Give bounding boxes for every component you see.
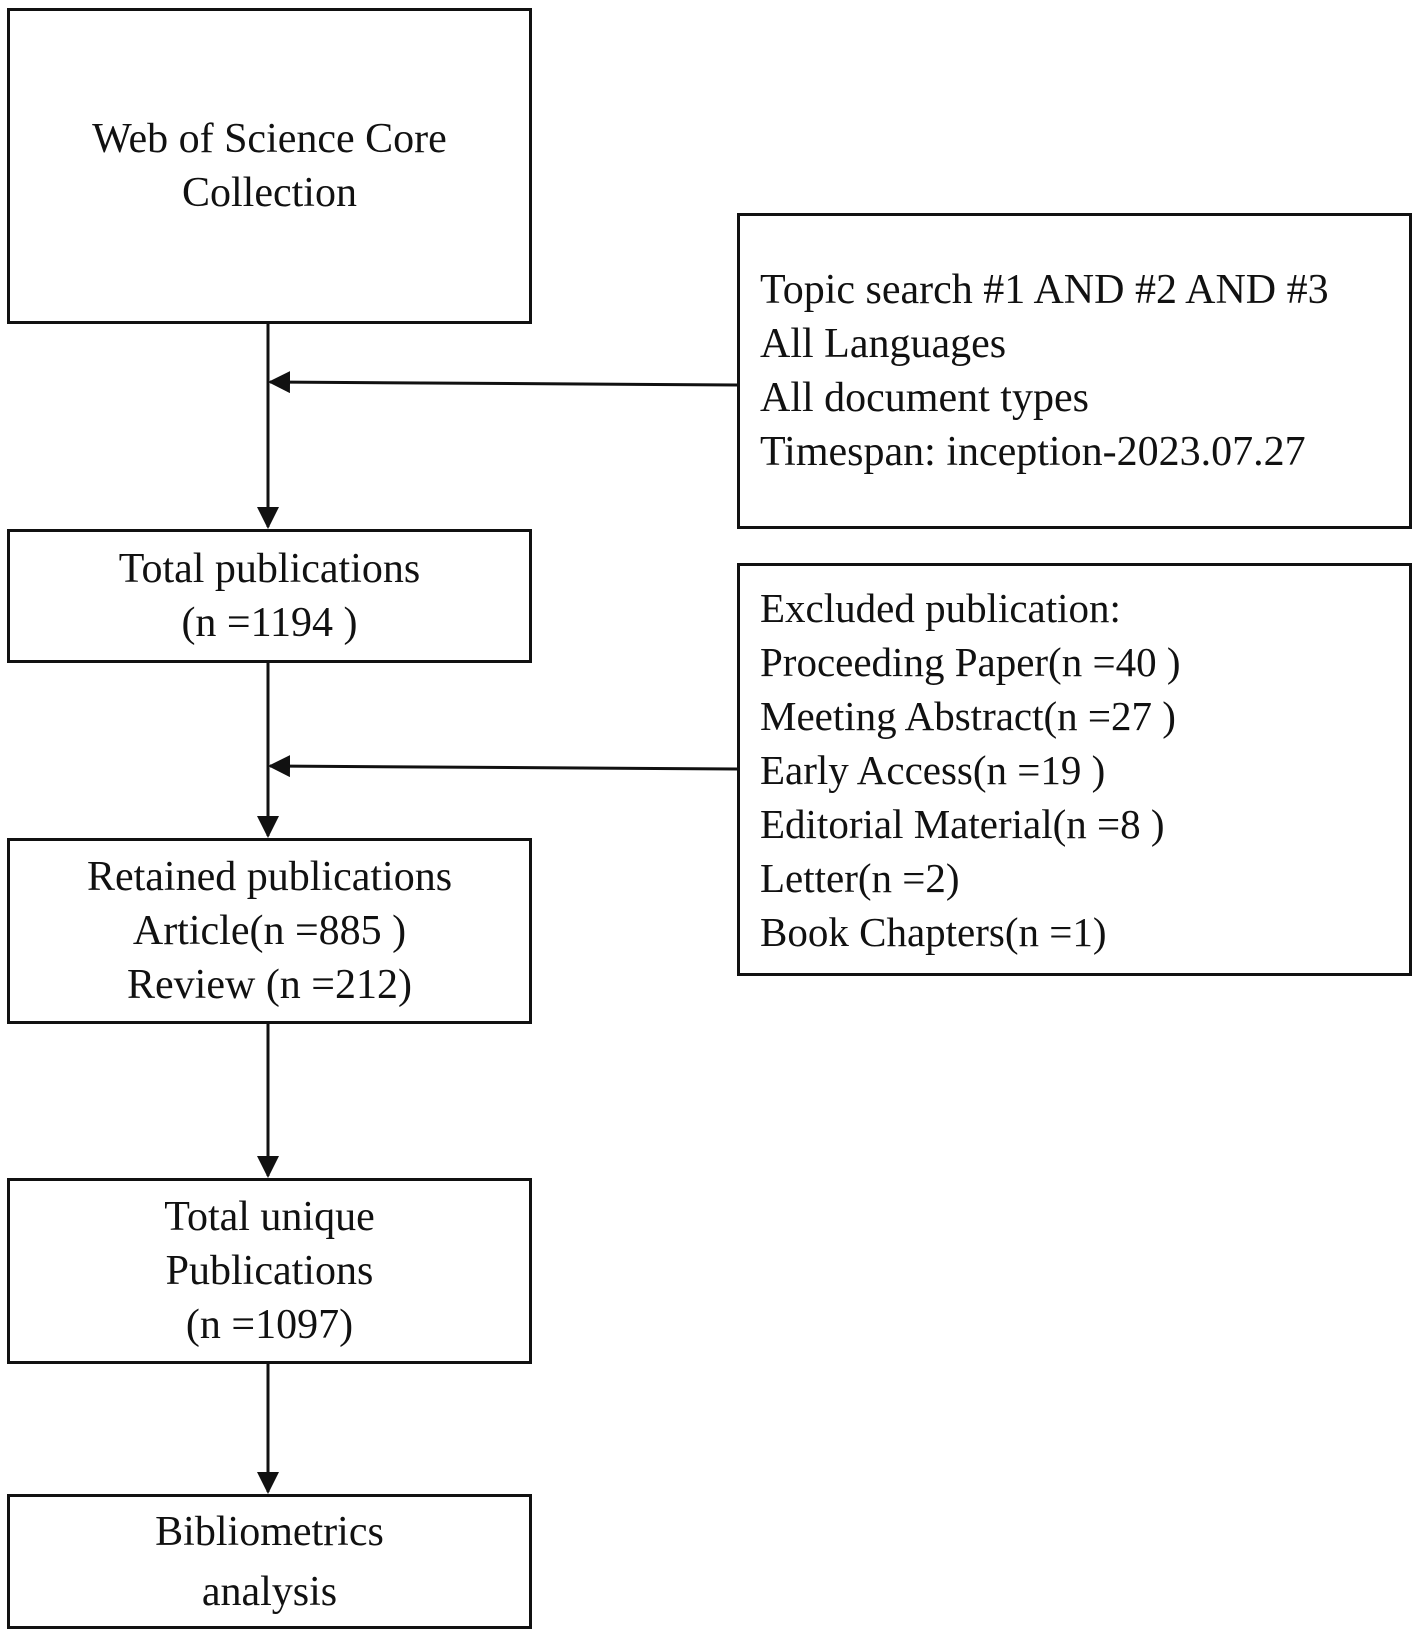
arrow-search-to-main [268, 371, 738, 394]
source-line-1: Web of Science Core [92, 116, 447, 162]
excluded-line-5: Editorial Material(n =8 ) [760, 800, 1165, 847]
analysis-line-2: analysis [201, 1568, 338, 1615]
excluded-line-7: Book Chapters(n =1) [760, 908, 1107, 955]
excluded-line-4: Early Access(n =19 ) [760, 746, 1106, 793]
search-criteria-line-4: Timespan: inception-2023.07.27 [760, 429, 1306, 475]
search-criteria-line-1: Topic search #1 AND #2 AND #3 [760, 267, 1329, 313]
excluded-line-6: Letter(n =2) [760, 854, 960, 901]
analysis-line-1: Bibliometrics [155, 1508, 384, 1555]
source-line-2: Collection [182, 170, 357, 216]
excluded-publications-box: Excluded publication: Proceeding Paper(n… [737, 563, 1412, 976]
unique-publications-box: Total unique Publications (n =1097) [7, 1178, 532, 1364]
retained-line-3: Review (n =212) [127, 962, 412, 1008]
retained-line-1: Retained publications [86, 854, 453, 900]
search-criteria-box: Topic search #1 AND #2 AND #3 All Langua… [737, 213, 1412, 529]
retained-publications-box: Retained publications Article(n =885 ) R… [7, 838, 532, 1024]
total-line-2: (n =1194 ) [181, 600, 358, 646]
unique-line-1: Total unique [164, 1194, 375, 1240]
excluded-line-3: Meeting Abstract(n =27 ) [760, 692, 1176, 739]
total-line-1: Total publications [118, 546, 421, 592]
unique-line-2: Publications [165, 1248, 374, 1294]
excluded-line-1: Excluded publication: [760, 584, 1121, 631]
excluded-line-2: Proceeding Paper(n =40 ) [760, 638, 1181, 685]
unique-line-3: (n =1097) [185, 1302, 354, 1348]
retained-line-2: Article(n =885 ) [132, 908, 407, 954]
source-database-box: Web of Science Core Collection [7, 8, 532, 324]
search-criteria-line-3: All document types [760, 375, 1089, 421]
arrow-excluded-to-main [268, 755, 738, 778]
search-criteria-line-2: All Languages [760, 321, 1007, 367]
bibliometrics-analysis-box: Bibliometrics analysis [7, 1494, 532, 1629]
total-publications-box: Total publications (n =1194 ) [7, 529, 532, 663]
